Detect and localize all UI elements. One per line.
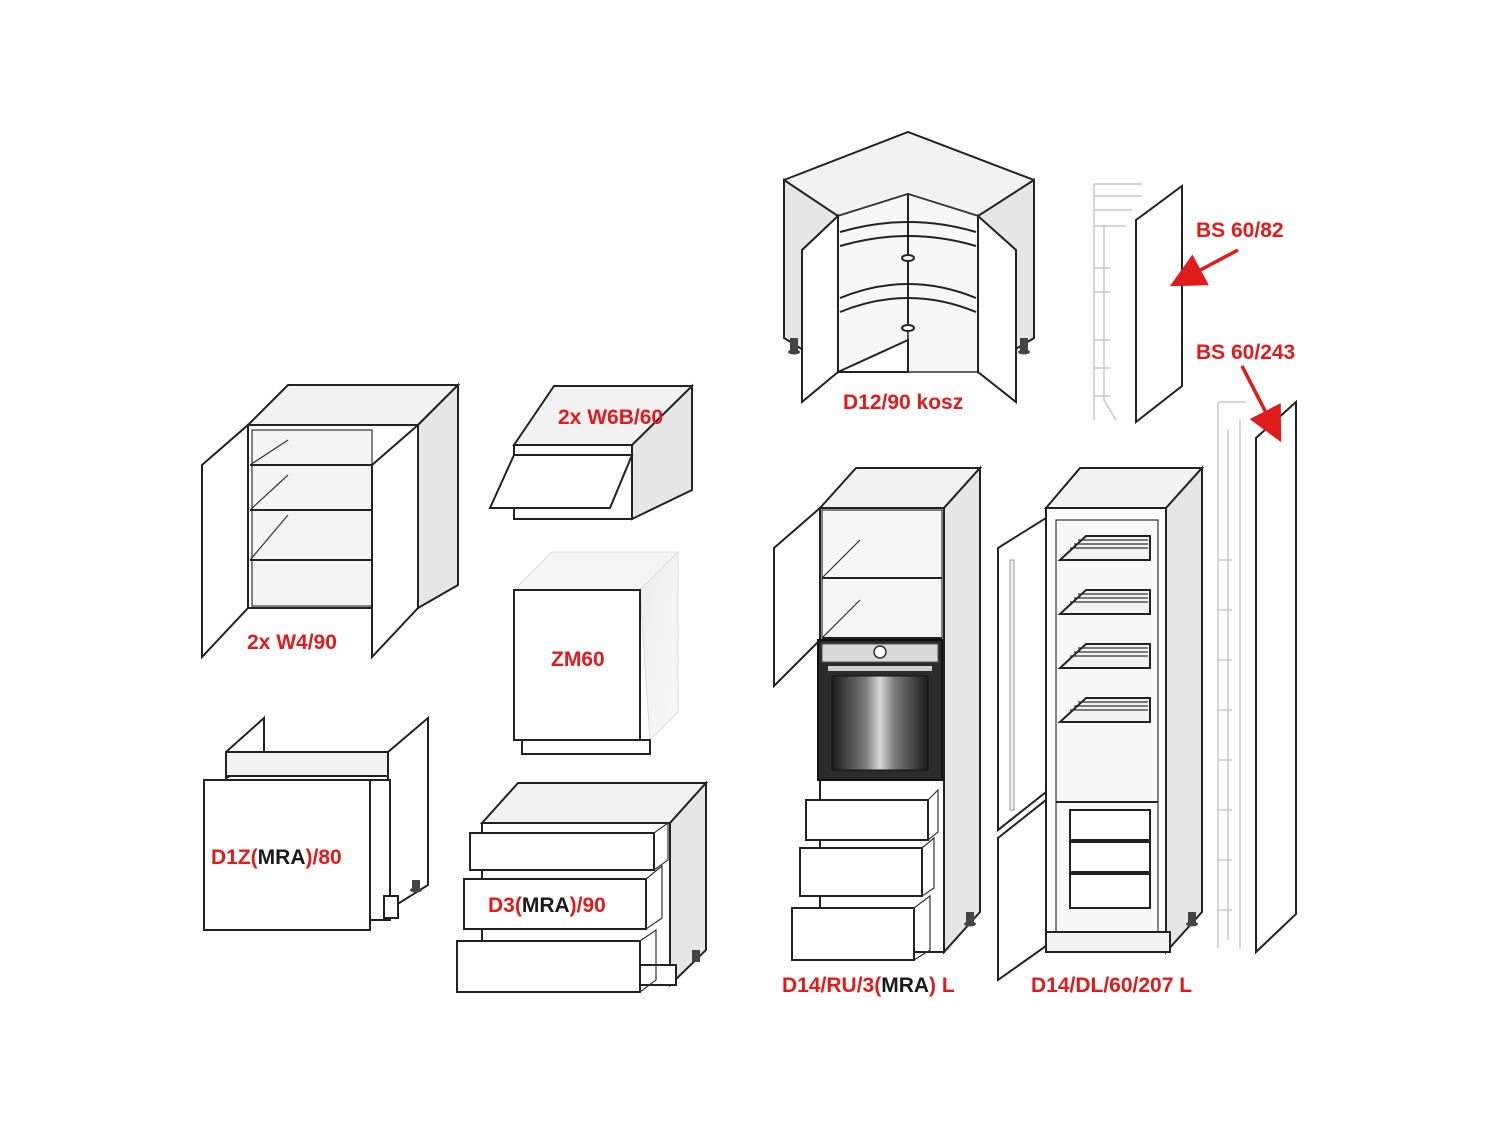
label-d1z-80-pre: D1Z( [211, 846, 258, 869]
label-d14-ru-3: D14/RU/3(MRA) L [782, 974, 955, 997]
cabinet-d14-ru-3 [773, 465, 983, 961]
label-zm60: ZM60 [551, 648, 605, 671]
label-d14-ru-3-pre: D14/RU/3( [782, 974, 881, 997]
label-d3-90-pre: D3( [488, 894, 522, 917]
label-bs-60-82: BS 60/82 [1196, 219, 1284, 242]
arrow-bs-60-243 [1240, 365, 1282, 443]
cabinet-d12-90-corner [783, 130, 1035, 405]
label-d14-ru-3-post: ) L [929, 974, 955, 997]
label-d3-90-mid: MRA [522, 894, 570, 917]
cabinet-d3-90 [456, 780, 709, 993]
panel-bs-60-243 [1217, 399, 1297, 955]
label-d1z-80-post: )/80 [306, 846, 342, 869]
label-d3-90: D3(MRA)/90 [488, 894, 606, 917]
label-bs-60-243: BS 60/243 [1196, 341, 1295, 364]
label-d14-ru-3-mid: MRA [881, 974, 929, 997]
cabinet-w4-90 [201, 382, 461, 660]
fridge-shelves [1057, 535, 1151, 723]
cabinet-d1z-80 [203, 715, 429, 931]
arrow-bs-60-82 [1169, 248, 1239, 287]
label-w6b-60: 2x W6B/60 [558, 406, 663, 429]
panel-bs-60-82 [1093, 183, 1183, 425]
label-w4-90: 2x W4/90 [247, 631, 337, 654]
label-d12-90: D12/90 kosz [843, 391, 963, 414]
cabinet-w6b-60 [488, 383, 694, 521]
cabinet-zm60 [512, 550, 680, 755]
cabinet-d14-dl-60-207 [997, 465, 1205, 982]
label-d14-dl-60-207: D14/DL/60/207 L [1031, 974, 1192, 997]
label-d1z-80-mid: MRA [258, 846, 306, 869]
label-d1z-80: D1Z(MRA)/80 [211, 846, 342, 869]
label-d3-90-post: )/90 [570, 894, 606, 917]
